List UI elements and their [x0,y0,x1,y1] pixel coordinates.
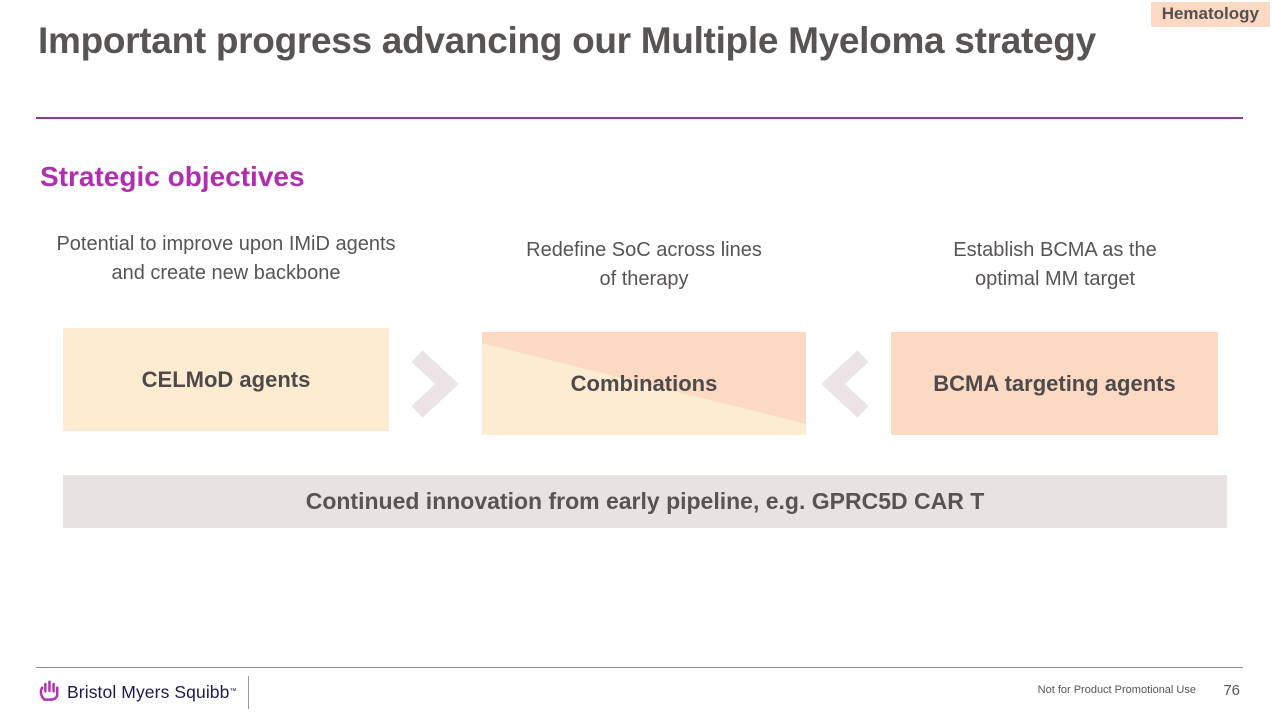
logo-separator [248,675,250,709]
pillar-celmod-agents: CELMoD agents [63,328,389,431]
pillar-label: Combinations [570,370,718,396]
pillar-label: CELMoD agents [141,366,311,392]
banner-text: Continued innovation from early pipeline… [305,488,985,514]
objective-celmod: Potential to improve upon IMiD agents an… [56,233,396,284]
bms-brand-text: Bristol Myers Squibb [67,681,230,702]
chevron-left-icon [821,349,875,424]
title-underline [36,117,1243,119]
pillar-combinations: Combinations [482,332,806,435]
section-heading: Strategic objectives [40,161,305,192]
disclaimer-text: Not for Product Promotional Use [1037,684,1196,696]
pillar-label: BCMA targeting agents [933,370,1176,396]
pillar-bcma-targeting-agents: BCMA targeting agents [891,332,1218,435]
footer-divider [36,667,1243,668]
chevron-right-icon [405,349,459,424]
objective-combinations: Redefine SoC across lines of therapy [526,239,762,290]
hematology-tag: Hematology [1150,2,1270,27]
trademark-mark: ™ [229,688,237,695]
page-number: 76 [1223,682,1240,699]
innovation-banner: Continued innovation from early pipeline… [63,475,1227,528]
objective-bcma: Establish BCMA as the optimal MM target [953,239,1157,290]
slide-title: Important progress advancing our Multipl… [38,20,1096,61]
bms-hand-icon [38,675,60,709]
